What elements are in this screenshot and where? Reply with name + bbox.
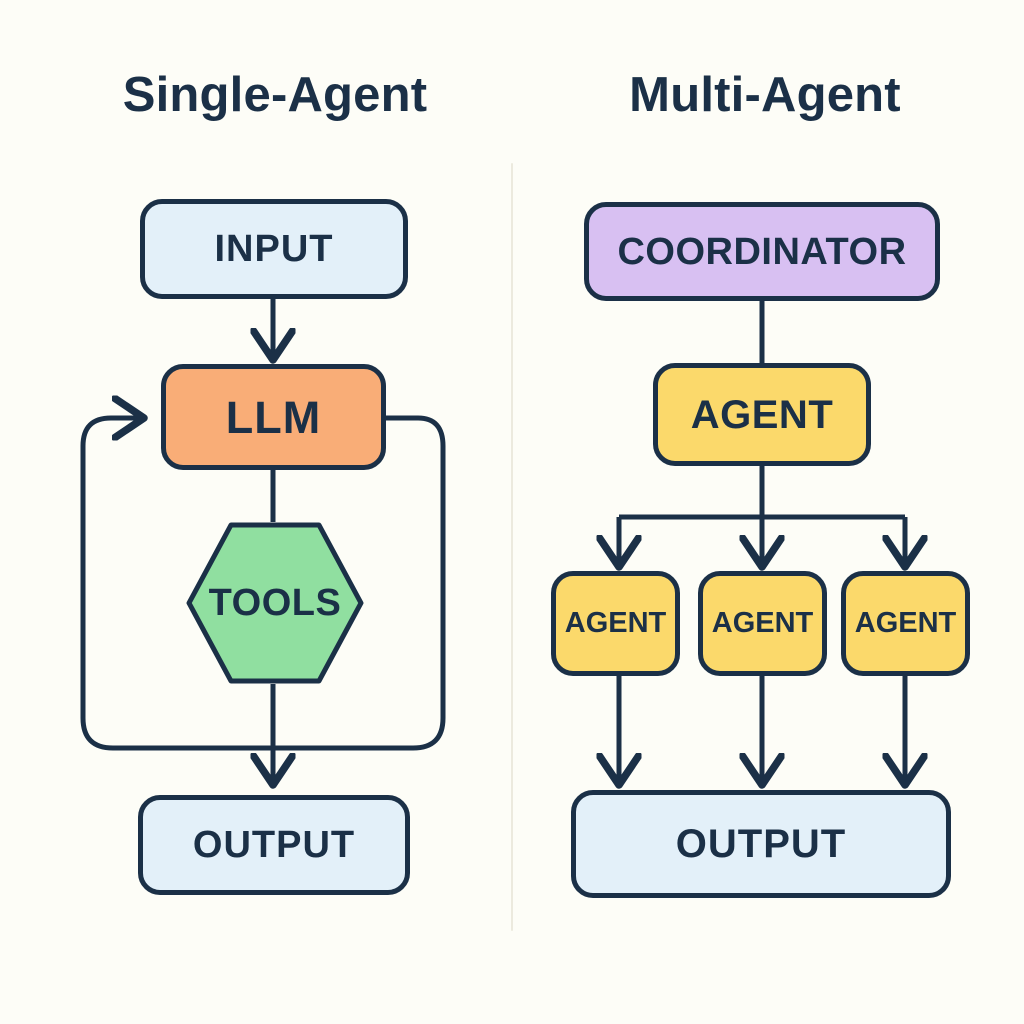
node-output-multi-agent[interactable]: OUTPUT [571, 790, 951, 898]
panel-divider [511, 163, 513, 931]
node-coordinator[interactable]: COORDINATOR [584, 202, 940, 301]
hexagon-shape [186, 522, 364, 684]
node-agent-sub-1[interactable]: AGENT [551, 571, 680, 676]
node-output-single-agent[interactable]: OUTPUT [138, 795, 410, 895]
node-tools[interactable]: TOOLS [183, 519, 367, 687]
node-agent-sub-2[interactable]: AGENT [698, 571, 827, 676]
node-agent-main[interactable]: AGENT [653, 363, 871, 466]
node-llm[interactable]: LLM [161, 364, 386, 470]
node-agent-sub-3[interactable]: AGENT [841, 571, 970, 676]
node-input[interactable]: INPUT [140, 199, 408, 299]
panel-title-multi-agent: Multi-Agent [629, 68, 901, 122]
node-tools-label: TOOLS [208, 581, 342, 624]
panel-title-single-agent: Single-Agent [122, 68, 428, 122]
